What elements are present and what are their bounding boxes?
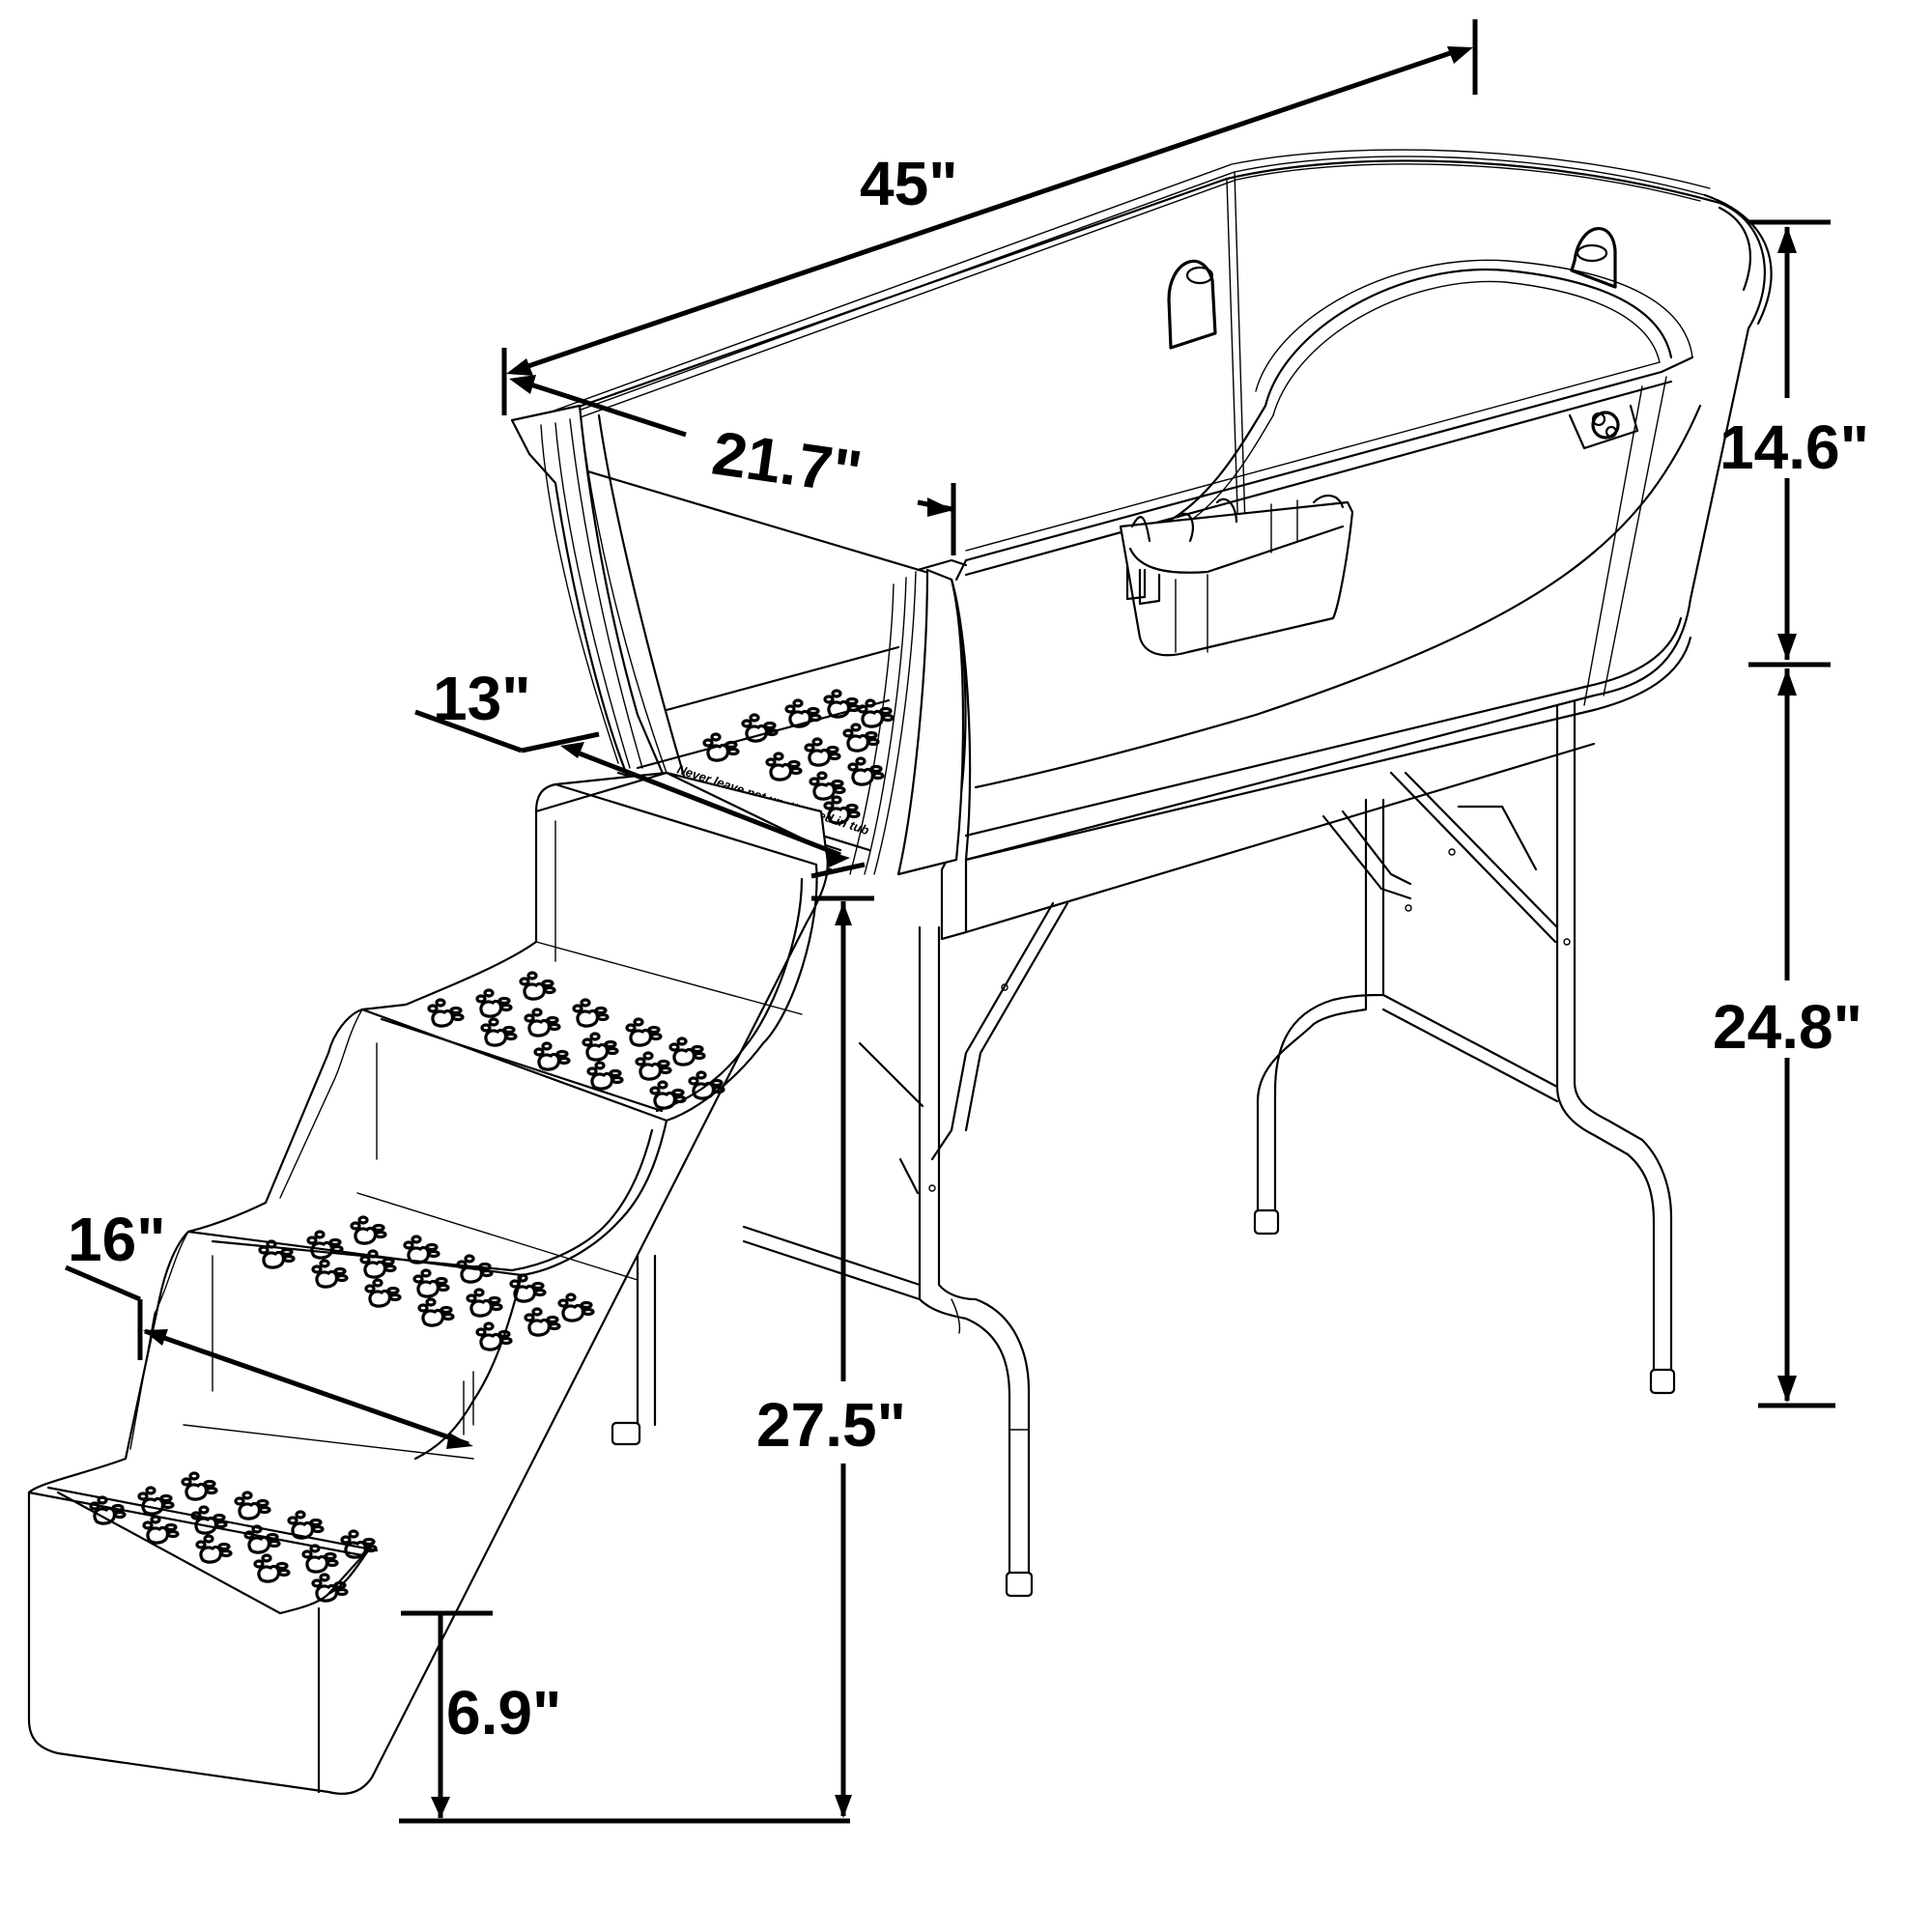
svg-text:13": 13"	[433, 664, 531, 733]
svg-text:16": 16"	[68, 1205, 166, 1274]
dim-door-width: 13"	[414, 664, 866, 879]
svg-text:27.5": 27.5"	[756, 1390, 906, 1460]
dim-length: 45"	[501, 19, 1478, 415]
drain-plug	[1568, 404, 1639, 450]
accessory-caddy	[1119, 495, 1354, 657]
tether-hook-right	[1570, 227, 1617, 289]
dim-step-height: 6.9"	[399, 1610, 850, 1824]
dim-leg-height: 24.8"	[1713, 668, 1862, 1408]
tub: PAWISE Never leave pet unattended in tub	[510, 149, 1773, 941]
svg-text:14.6": 14.6"	[1719, 412, 1869, 482]
dimensions: 45" 21.7" 13" 14.6	[65, 19, 1869, 1824]
tether-hook-left	[1167, 259, 1217, 350]
svg-text:24.8": 24.8"	[1713, 992, 1862, 1062]
dim-tub-depth: 14.6"	[1719, 219, 1869, 668]
svg-text:6.9": 6.9"	[446, 1678, 561, 1747]
steps	[27, 771, 829, 1795]
legs	[611, 684, 1676, 1598]
dim-step-width: 16"	[65, 1205, 473, 1449]
svg-text:45": 45"	[860, 149, 958, 218]
dim-entry-height: 27.5"	[756, 895, 906, 1818]
